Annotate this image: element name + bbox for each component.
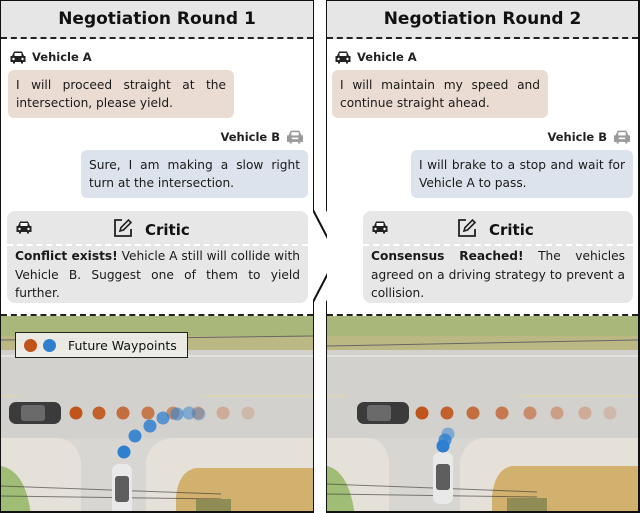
legend-dot-blue [43, 338, 56, 352]
legend-label: Future Waypoints [68, 337, 177, 353]
waypoint-vehicle-a [415, 406, 429, 420]
car-icon [371, 220, 389, 234]
negotiation-round-1-panel: Negotiation Round 1 Vehicle A I will pro… [1, 1, 313, 511]
car-icon [612, 129, 632, 144]
vehicle-b-message: I will brake to a stop and wait for Vehi… [411, 150, 633, 198]
critic-verdict: Consensus Reached! [371, 249, 524, 263]
critic-box: Critic Conflict exists! Vehicle A still … [7, 211, 308, 303]
waypoint-vehicle-a [191, 406, 205, 420]
waypoint-vehicle-a [216, 406, 230, 420]
waypoint-vehicle-a [116, 406, 130, 420]
waypoint-vehicle-b [182, 406, 196, 420]
vehicle-b-car [433, 452, 453, 504]
round-title: Negotiation Round 1 [1, 1, 313, 39]
critic-title: Critic [457, 218, 534, 242]
waypoint-vehicle-b [170, 407, 184, 421]
waypoint-vehicle-a [69, 406, 83, 420]
waypoint-vehicle-b [128, 429, 142, 443]
waypoint-vehicle-b [156, 411, 170, 425]
edit-icon [457, 218, 477, 242]
vehicle-a-message: I will proceed straight at the intersect… [8, 70, 234, 118]
intersection-scene: Future Waypoints [1, 314, 313, 511]
vehicle-b-label: Vehicle B [220, 129, 305, 144]
critic-box: Critic Consensus Reached! The vehicles a… [363, 211, 633, 303]
waypoint-vehicle-b [441, 427, 455, 441]
vehicle-a-label: Vehicle A [334, 50, 417, 64]
edit-icon [113, 218, 133, 242]
waypoint-vehicle-b [143, 419, 157, 433]
vehicle-b-car [112, 464, 132, 511]
vehicle-b-name: Vehicle B [547, 129, 607, 144]
vehicle-a-car [357, 402, 409, 424]
vehicle-a-message: I will maintain my speed and continue st… [332, 70, 548, 118]
waypoint-vehicle-a [578, 406, 592, 420]
waypoint-vehicle-a [440, 406, 454, 420]
vehicle-b-message: Sure, I am making a slow right turn at t… [81, 150, 308, 198]
legend: Future Waypoints [15, 332, 188, 358]
waypoint-vehicle-b [192, 407, 206, 421]
critic-title: Critic [113, 218, 190, 242]
car-icon [15, 220, 33, 234]
round-title: Negotiation Round 2 [327, 1, 638, 39]
waypoint-vehicle-b [117, 445, 131, 459]
waypoint-vehicle-a [466, 406, 480, 420]
waypoint-vehicle-a [550, 406, 564, 420]
vehicle-a-name: Vehicle A [32, 50, 92, 64]
waypoint-vehicle-a [141, 406, 155, 420]
waypoint-vehicle-a [241, 406, 255, 420]
critic-verdict: Conflict exists! [15, 249, 118, 263]
waypoint-vehicle-a [523, 406, 537, 420]
critic-message: Consensus Reached! The vehicles agreed o… [371, 249, 625, 300]
car-icon [285, 129, 305, 144]
vehicle-a-car [9, 402, 61, 424]
car-icon [334, 50, 352, 64]
vehicle-b-label: Vehicle B [547, 129, 632, 144]
waypoint-vehicle-a [603, 406, 617, 420]
vehicle-b-name: Vehicle B [220, 129, 280, 144]
waypoint-vehicle-a [495, 406, 509, 420]
vehicle-a-name: Vehicle A [357, 50, 417, 64]
critic-message: Conflict exists! Vehicle A still will co… [15, 249, 301, 300]
negotiation-round-2-panel: Negotiation Round 2 Vehicle A I will mai… [327, 1, 638, 511]
vehicle-a-label: Vehicle A [9, 50, 92, 64]
waypoint-vehicle-a [92, 406, 106, 420]
car-icon [9, 50, 27, 64]
legend-dot-orange [24, 338, 37, 352]
intersection-scene [327, 314, 638, 511]
